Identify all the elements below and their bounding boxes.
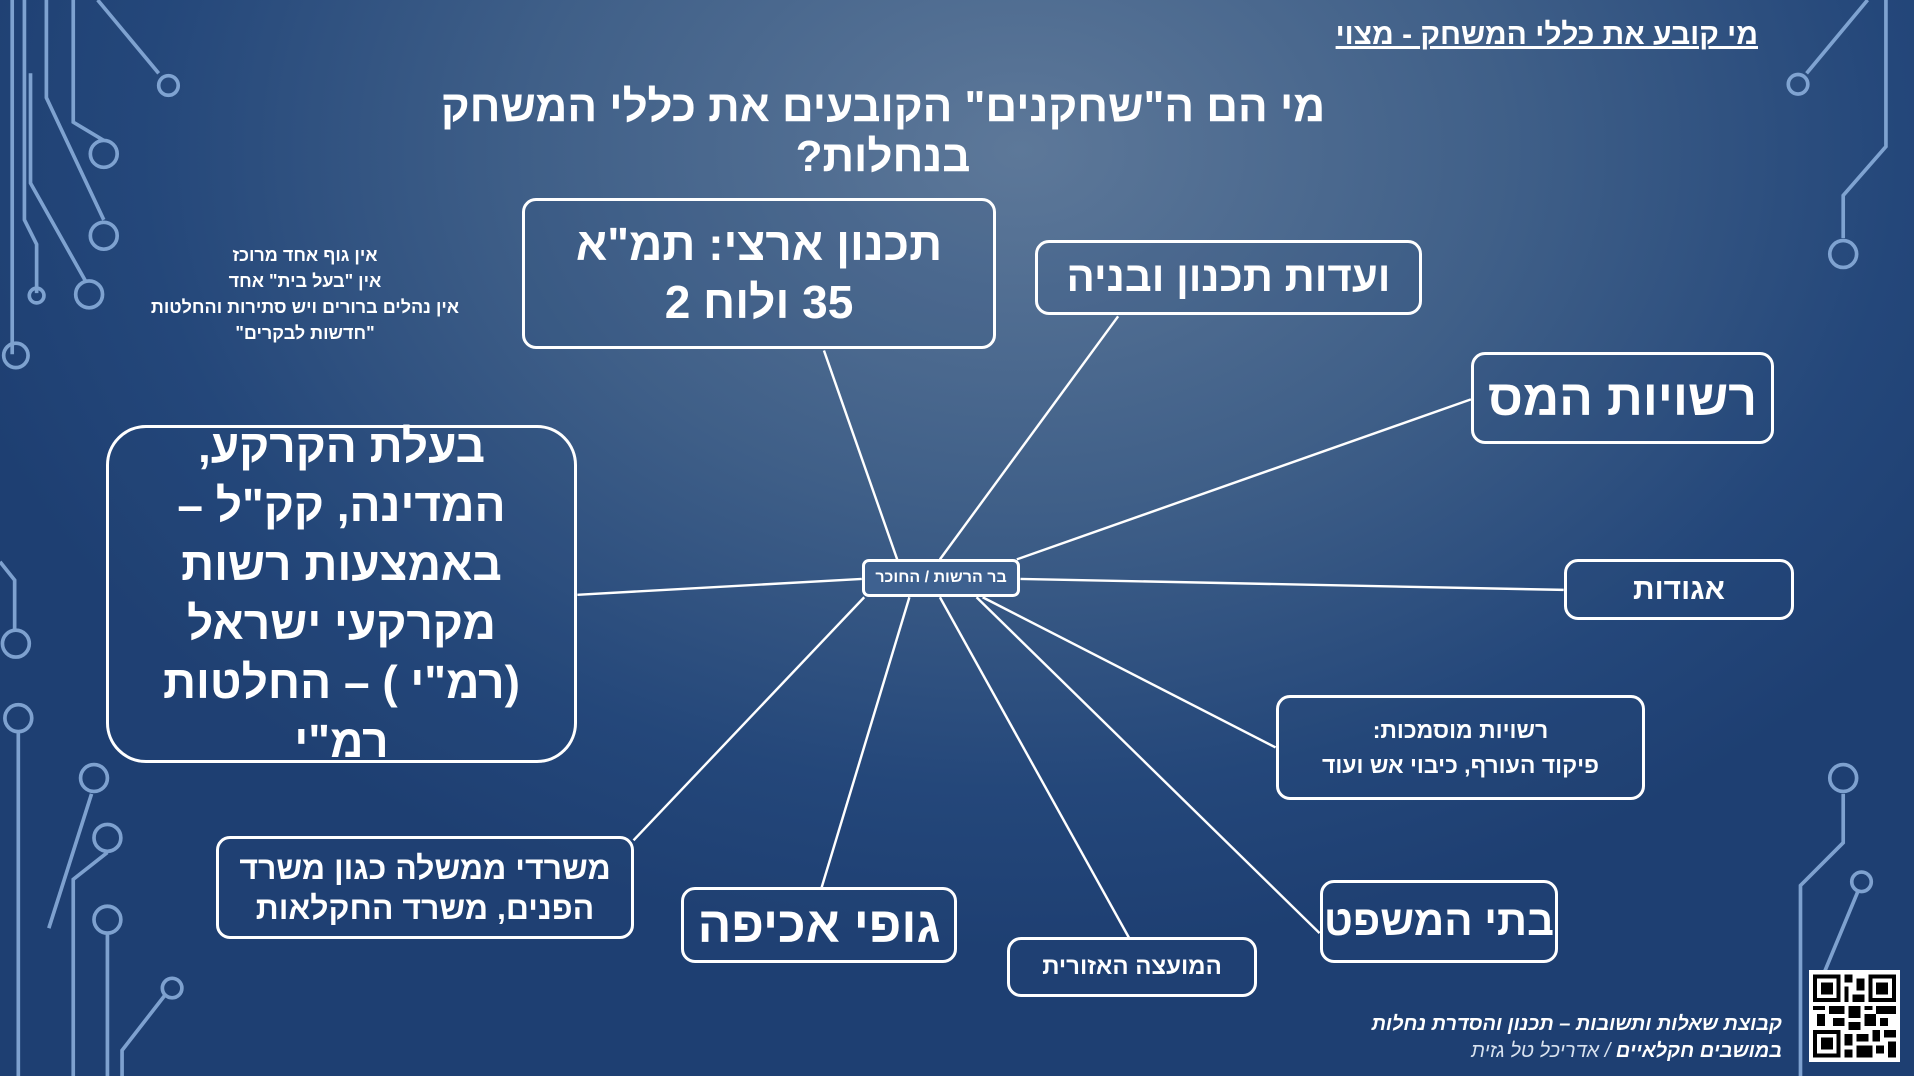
- node-center[interactable]: בר הרשות / החוכר: [862, 559, 1020, 597]
- node-national-planning[interactable]: תכנון ארצי: תמ"א 35 ולוח 2: [522, 198, 996, 349]
- footer-line1: קבוצת שאלות ותשובות – תכנון והסדרת נחלות: [1371, 1013, 1782, 1035]
- node-authorized-bodies[interactable]: רשויות מוסמכות: פיקוד העורף, כיבוי אש וע…: [1276, 695, 1645, 800]
- node-land-owner[interactable]: בעלת הקרקע, המדינה, קק"ל – באמצעות רשות …: [106, 420, 577, 767]
- node-regional-council[interactable]: המועצה האזורית: [1007, 937, 1257, 997]
- node-tax-authorities[interactable]: רשויות המס: [1471, 352, 1774, 444]
- side-note-line: "חדשות לבקרים": [235, 323, 375, 343]
- side-note-line: אין "בעל בית" אחד: [228, 271, 382, 291]
- node-courts[interactable]: בתי המשפט: [1320, 880, 1558, 963]
- qr-code-icon[interactable]: [1809, 970, 1900, 1062]
- page-title: מי הם ה"שחקנים" הקובעים את כללי המשחק בנ…: [440, 82, 1326, 181]
- footer-credit: קבוצת שאלות ותשובות – תכנון והסדרת נחלות…: [1372, 1011, 1782, 1065]
- side-note: אין גוף אחד מרוכז אין "בעל בית" אחד אין …: [120, 242, 490, 346]
- footer-line2: / אדריכל טל גזית: [1471, 1040, 1616, 1062]
- footer-line2-bold: במושבים חקלאיים: [1615, 1040, 1782, 1062]
- node-associations[interactable]: אגודות: [1564, 559, 1794, 620]
- node-authorized-bodies-title: רשויות מוסמכות:: [1372, 716, 1549, 743]
- node-planning-committees[interactable]: ועדות תכנון ובניה: [1035, 240, 1422, 315]
- node-authorized-bodies-detail: פיקוד העורף, כיבוי אש ועוד: [1321, 751, 1600, 778]
- slide-subtitle: מי קובע את כללי המשחק - מצוי: [1335, 18, 1758, 51]
- side-note-line: אין נהלים ברורים ויש סתירות והחלטות: [150, 297, 460, 317]
- node-enforcement[interactable]: גופי אכיפה: [681, 887, 957, 963]
- node-government-ministries[interactable]: משרדי ממשלה כגון משרד הפנים, משרד החקלאו…: [216, 836, 634, 939]
- side-note-line: אין גוף אחד מרוכז: [232, 245, 378, 265]
